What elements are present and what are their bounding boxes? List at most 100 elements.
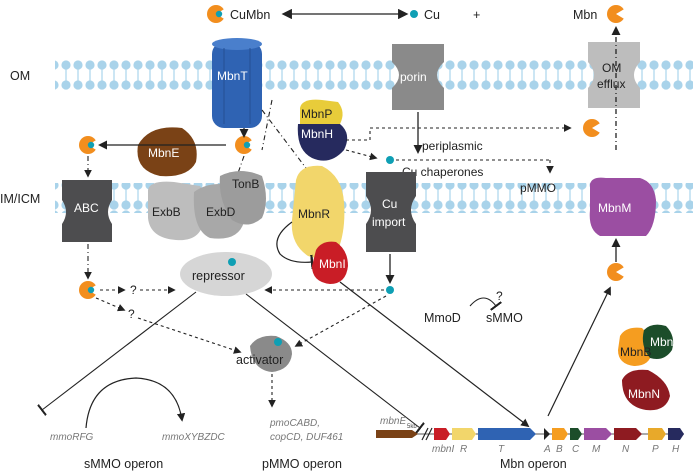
gene-break (421, 427, 429, 441)
abc-transporter-icon (62, 180, 112, 242)
mbnp-protein-icon (300, 99, 343, 126)
gene-h-label: H (672, 444, 680, 455)
mbnm-label: MbnM (598, 201, 631, 215)
gene-m-label: M (592, 444, 601, 455)
cytoplasm-mbn-icon (607, 263, 626, 281)
pmmo-label: pMMO (520, 181, 556, 195)
gene-p-label: P (652, 444, 659, 455)
mbnt-label: MbnT (217, 69, 248, 83)
smmo-operon-label: sMMO operon (84, 457, 163, 471)
periplasmic-label: periplasmic (422, 139, 483, 153)
mbn-label: Mbn (573, 8, 597, 22)
om-efflux-label-1: OM (602, 61, 621, 75)
question-mark-3: ? (496, 289, 503, 303)
cytoplasm-cumbn-icon (79, 281, 98, 299)
smmo-label: sMMO (486, 311, 523, 325)
tonb-label: TonB (232, 177, 259, 191)
mbnn-label: MbnN (628, 387, 660, 401)
om-efflux-label-2: efflux (597, 77, 625, 91)
mmorfg-gene-label: mmoRFG (50, 432, 94, 443)
mbnh-label: MbnH (301, 127, 333, 141)
mbni-activates-mbn (339, 281, 530, 428)
repressor-cu-icon (228, 258, 236, 266)
mbne-label: MbnE (148, 146, 179, 160)
cu-import-label-1: Cu (382, 197, 397, 211)
om-label: OM (10, 69, 30, 83)
outer-membrane (55, 60, 693, 90)
mbnp-label: MbnP (301, 107, 332, 121)
periplasm-cumbn-left-icon (79, 136, 98, 154)
activator-cu-icon (274, 338, 282, 346)
gene-mbnh (668, 428, 684, 440)
mbnh-protein-icon (297, 124, 348, 161)
mbnr-label: MbnR (298, 207, 330, 221)
cu-ion-icon (410, 10, 418, 18)
mbne-gene-label: mbnE (380, 416, 406, 427)
repressor-inhibits-smmo (37, 291, 197, 416)
cumbn-molecule-icon (207, 5, 226, 23)
gene-mbnr (452, 428, 476, 440)
cumbn-label: CuMbn (230, 8, 270, 22)
activator-label: activator (236, 353, 283, 367)
cu-import-icon (366, 172, 416, 252)
mbnr-protein-icon (291, 165, 345, 258)
gene-mbnp (648, 428, 666, 440)
periplasm-mbn-icon (583, 119, 602, 137)
mbne-protein-icon (137, 127, 197, 177)
cytoplasm-cu-icon (386, 286, 394, 294)
porin-label: porin (400, 70, 427, 84)
mbnh-to-efflux-link (346, 124, 572, 141)
periplasm-cumbn-icon (235, 136, 254, 154)
porin-channel-icon (392, 44, 444, 110)
question-to-activator (137, 317, 242, 354)
cu-label: Cu (424, 8, 440, 22)
exbb-protein-icon (148, 181, 207, 241)
mbnm-protein-icon (589, 177, 656, 236)
repressor-label: repressor (192, 269, 245, 283)
repressor-protein-icon (180, 252, 272, 296)
gene-n-label: N (622, 444, 630, 455)
periplasm-cu-icon (386, 156, 394, 164)
question-mark-1: ? (130, 283, 137, 297)
mbnt-left-link (261, 99, 273, 151)
mmod-inhibit-curve (469, 297, 502, 311)
pmo-gene-label-2: copCD, DUF461 (270, 432, 343, 443)
mbnh-to-cu-link (345, 149, 378, 161)
mbnt-mbnr-link (261, 109, 313, 177)
mbnc-label: MbnC (650, 335, 682, 349)
mbni-gene-label: mbnI (432, 444, 454, 455)
chaperones-label: Cu chaperones (402, 165, 483, 179)
mbnn-protein-icon (622, 369, 670, 411)
gene-r-label: R (460, 444, 467, 455)
cumbn-to-question-2 (95, 297, 126, 312)
question-mark-2: ? (128, 307, 135, 321)
gene-t-label: T (498, 444, 505, 455)
cu-to-activator-arrow (294, 295, 387, 347)
gene-mbnb (552, 428, 568, 440)
mbnb-label: MbnB (620, 345, 651, 359)
mbnr-inhibit-curve (276, 221, 314, 270)
mbnt-transporter-icon (212, 38, 262, 128)
gene-mbne (376, 430, 418, 438)
mbn-operon-gene-map (376, 427, 684, 441)
exbd-label: ExbD (206, 205, 236, 219)
kb-label: 5kb (407, 424, 417, 430)
im-label: IM/ICM (0, 192, 40, 206)
gene-mbnc (570, 428, 582, 440)
mbni-label: MbnI (319, 257, 346, 271)
gene-mbna (544, 428, 550, 440)
gene-mbnn (614, 428, 642, 440)
pmmo-operon-label: pMMO operon (262, 457, 342, 471)
exbb-label: ExbB (152, 205, 181, 219)
mmod-label: MmoD (424, 311, 461, 325)
repressor-inhibits-mbn (245, 293, 425, 434)
gene-a-label: A (543, 444, 551, 455)
mbn-molecule-icon (607, 5, 626, 23)
pmo-gene-label-1: pmoCABD, (269, 418, 320, 429)
gene-mbnt (478, 428, 536, 440)
smmo-transcription-arrow (85, 377, 186, 429)
operon-to-mbn-arrow (547, 286, 611, 417)
activator-protein-icon (250, 335, 292, 372)
om-efflux-icon (588, 42, 640, 108)
